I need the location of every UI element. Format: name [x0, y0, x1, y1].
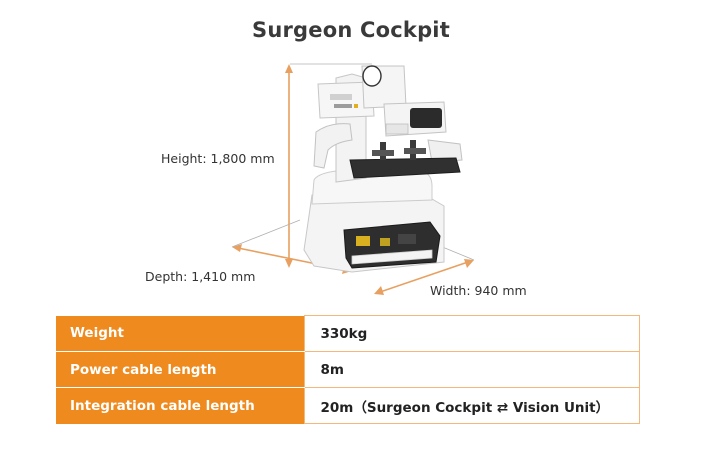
height-dimension-label: Height: 1,800 mm: [161, 151, 275, 166]
depth-dimension-label: Depth: 1,410 mm: [145, 269, 256, 284]
surgeon-cockpit-figure: [231, 63, 475, 295]
spec-label: Power cable length: [56, 351, 304, 388]
spec-row-power-cable: Power cable length 8m: [56, 351, 640, 388]
spec-value: 8m: [303, 351, 640, 388]
width-dimension-label: Width: 940 mm: [430, 283, 527, 298]
spec-row-weight: Weight 330kg: [56, 315, 640, 352]
spec-value: 20m（Surgeon Cockpit ⇄ Vision Unit）: [303, 387, 640, 424]
spec-value: 330kg: [303, 315, 640, 352]
width-dimension-line: [374, 259, 474, 295]
spec-label: Weight: [56, 315, 304, 352]
surgeon-cockpit-machine: [303, 65, 463, 273]
height-dimension-line: [285, 64, 293, 268]
page-title: Surgeon Cockpit: [252, 18, 450, 42]
spec-label: Integration cable length: [56, 387, 304, 424]
spec-row-integration-cable: Integration cable length 20m（Surgeon Coc…: [56, 387, 640, 424]
spec-table: Weight 330kg Power cable length 8m Integ…: [56, 315, 640, 424]
